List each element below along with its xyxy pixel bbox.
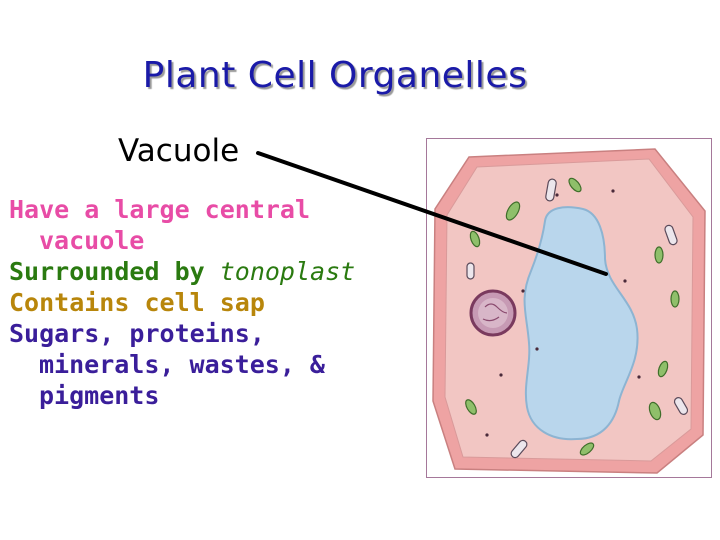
- bullet-text: Contains cell sap: [9, 288, 265, 317]
- bullet-text: vacuole: [39, 226, 145, 255]
- bullet-contents: Sugars, proteins, minerals, wastes, & pi…: [9, 318, 429, 411]
- vacuole-pointer-line: [256, 151, 608, 276]
- central-vacuole: [523, 206, 639, 441]
- bullet-list: Have a large central vacuole Surrounded …: [9, 194, 429, 411]
- bullet-text: pigments: [39, 381, 160, 410]
- vacuole-label: Vacuole: [118, 133, 240, 169]
- plant-cell-illustration: [426, 138, 712, 478]
- bullet-text: Have a large central: [9, 195, 311, 224]
- bullet-large-central-vacuole: Have a large central vacuole: [9, 194, 429, 256]
- bullet-cell-sap: Contains cell sap: [9, 287, 429, 318]
- bullet-text: Sugars, proteins,: [9, 319, 265, 348]
- mitochondria: [466, 178, 689, 459]
- bullet-text: Surrounded by: [9, 257, 220, 286]
- bullet-tonoplast: Surrounded by tonoplast: [9, 256, 429, 287]
- tonoplast-term: tonoplast: [219, 257, 356, 286]
- slide-title: Plant Cell Organelles: [142, 55, 528, 96]
- plant-cell-drawing: [432, 148, 706, 474]
- bullet-text: minerals, wastes, &: [39, 350, 325, 379]
- nucleus: [469, 289, 517, 337]
- ribosomes: [485, 189, 641, 437]
- chloroplasts: [465, 177, 680, 456]
